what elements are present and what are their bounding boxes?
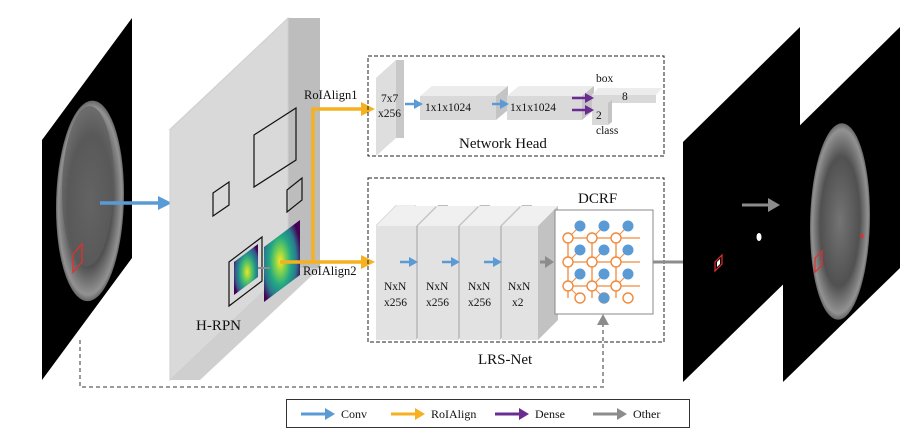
legend-graphic: Conv RoIAlign Dense Other <box>301 407 660 421</box>
skip-connection-dashed <box>79 314 609 388</box>
dcrf-hidden-node <box>586 256 598 268</box>
dcrf-observed-node <box>622 244 634 256</box>
anchor-small-2 <box>286 176 303 214</box>
dcrf-observed-node <box>598 244 610 256</box>
lrs-block-3-line1: NxN <box>468 281 491 293</box>
dcrf-label: DCRF <box>578 191 617 207</box>
to-dcrf-arrow <box>540 256 554 268</box>
legend-dense-label: Dense <box>535 407 565 421</box>
dcrf-hidden-node <box>574 292 586 304</box>
dcrf-hidden-node <box>622 292 634 304</box>
roi-feature-block <box>376 60 404 156</box>
input-roi-box <box>72 242 83 274</box>
dcrf-observed-node <box>574 244 586 256</box>
lrs-face-2 <box>418 226 458 340</box>
network-head-box <box>367 55 665 157</box>
lrs-block-2-line2: x256 <box>426 297 449 309</box>
roialign1-label: RoIAlign1 <box>304 88 357 102</box>
network-head-label: Network Head <box>459 136 547 152</box>
output-mask-slice <box>683 27 800 382</box>
legend-other-arrow-icon <box>617 408 627 420</box>
dcrf-observed-node <box>622 220 634 232</box>
dcrf-hidden-node <box>610 280 622 292</box>
lrs-block-2-line1: NxN <box>426 281 449 293</box>
lrs-face-1 <box>376 226 416 340</box>
class-label: class <box>596 125 619 137</box>
input-mri-slice <box>42 18 132 380</box>
dcrf-observed-node <box>574 268 586 280</box>
fc1-label: 1x1x1024 <box>425 102 471 114</box>
hrpn-label: H-RPN <box>196 318 241 334</box>
dcrf-hidden-node <box>586 232 598 244</box>
dcrf-observed-node <box>598 292 610 304</box>
legend-roialign-arrow-icon <box>415 408 425 420</box>
head-conv-arrows <box>405 99 509 109</box>
dcrf-hidden-node <box>586 280 598 292</box>
dcrf-grid <box>562 220 640 304</box>
dcrf-hidden-node <box>562 280 574 292</box>
lrs-block-4-line1: NxN <box>508 281 531 293</box>
mask-to-overlay-arrow <box>742 198 780 212</box>
lrs-block-3-line2: x256 <box>468 297 491 309</box>
anchor-large <box>253 106 297 189</box>
lrs-block-1-line2: x256 <box>384 297 407 309</box>
dcrf-hidden-node <box>610 256 622 268</box>
legend-conv-label: Conv <box>341 407 367 421</box>
legend-dense-arrow-icon <box>519 408 529 420</box>
legend-other-label: Other <box>633 407 660 421</box>
dcrf-hidden-node <box>562 256 574 268</box>
lrs-face-4 <box>502 226 538 340</box>
legend-roialign-label: RoIAlign <box>431 407 476 421</box>
class-value: 2 <box>596 110 602 122</box>
dense-arrows <box>572 93 594 115</box>
lrs-conv-arrows <box>400 257 502 267</box>
lrs-block-4-line2: x2 <box>512 297 524 309</box>
hrpn-block <box>168 16 320 382</box>
lrs-block-1-line1: NxN <box>384 281 407 293</box>
fc-block-2 <box>507 86 594 120</box>
lrs-net-box <box>367 177 665 343</box>
conv-arrow-input <box>100 196 172 210</box>
fc-block-1 <box>420 86 508 120</box>
anchor-small <box>212 180 230 218</box>
legend-conv: Conv <box>301 407 367 421</box>
output-box-block <box>592 88 662 103</box>
roi-feature-line1: 7x7 <box>381 93 399 105</box>
fc2-label: 1x1x1024 <box>510 102 556 114</box>
output-overlay-slice <box>783 27 900 382</box>
lrs-net-label: LRS-Net <box>478 352 533 368</box>
dcrf-hidden-node <box>610 232 622 244</box>
lrs-face-3 <box>460 226 500 340</box>
legend-roialign: RoIAlign <box>391 407 476 421</box>
box-label: box <box>596 73 614 85</box>
heatmap-frame <box>228 235 263 308</box>
output-class-block <box>592 100 612 125</box>
dcrf-hidden-node <box>562 232 574 244</box>
roi-feature-line2: x256 <box>378 108 401 120</box>
legend-conv-arrow-icon <box>325 408 335 420</box>
box-value: 8 <box>622 91 628 103</box>
legend-other: Other <box>593 407 660 421</box>
heatmap-1 <box>234 244 258 295</box>
dcrf-observed-node <box>598 268 610 280</box>
dcrf-observed-node <box>574 220 586 232</box>
roialign2-label: RoIAlign2 <box>303 264 356 278</box>
dcrf-observed-node <box>598 220 610 232</box>
legend: Conv RoIAlign Dense Other <box>286 399 690 428</box>
dcrf-observed-node <box>622 268 634 280</box>
legend-dense: Dense <box>495 407 565 421</box>
